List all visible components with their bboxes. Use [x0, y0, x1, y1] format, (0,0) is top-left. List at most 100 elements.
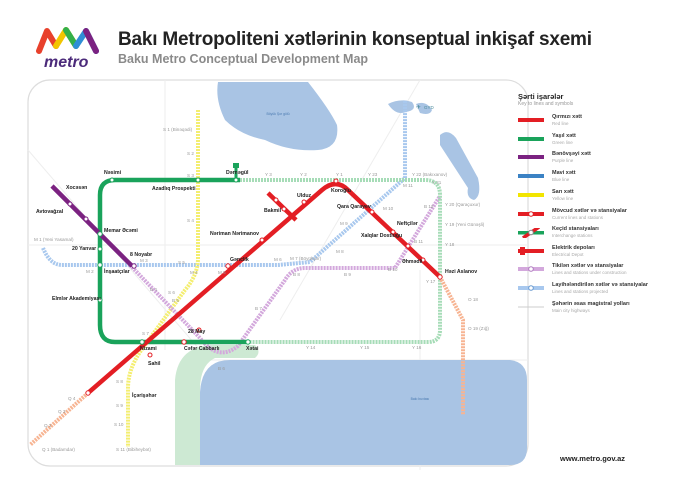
- station-ulduz: Ulduz: [297, 193, 312, 199]
- legend-item-english: Lines and stations under construction: [552, 270, 627, 275]
- code-b5: B 5: [172, 298, 179, 303]
- legend-item-english: Electrical Depot: [552, 252, 584, 257]
- code-o18: O 18: [468, 297, 478, 302]
- code-m3: M 3: [140, 258, 148, 263]
- station-koroglu: Koroğlu: [331, 188, 351, 194]
- station-bakmil: Bakmil: [264, 208, 282, 214]
- station-xatai: Xətai: [246, 346, 259, 352]
- website-url[interactable]: www.metro.gov.az: [560, 454, 626, 463]
- airport-icon: ✈: [416, 104, 421, 111]
- legend-item-label: Mövcud xətlər və stansiyalar: [552, 208, 627, 214]
- legend-swatch-icon: [518, 228, 544, 238]
- legend-item-label: Qırmızı xətt: [552, 114, 582, 120]
- page-title: Bakı Metropoliteni xətlərinin konseptual…: [118, 29, 592, 50]
- code-m10: M 10: [383, 206, 394, 211]
- code-y3: Y 3: [265, 172, 272, 177]
- code-labels: S 1 (Binəqədi) S 2 S 3 S 4 S 5 S 6 S 7 S…: [34, 127, 489, 452]
- legend-swatch-icon: [518, 155, 544, 159]
- code-s6: S 6: [168, 290, 175, 295]
- legend-item-english: Yellow line: [552, 196, 574, 201]
- station-elmler: Elmlər Akademiyası: [52, 296, 101, 302]
- station-8-noyabr: 8 Noyabr: [130, 252, 152, 258]
- code-m4: M 4: [190, 270, 198, 275]
- code-b9: B 9: [344, 272, 351, 277]
- station-20-yanvar: 20 Yanvar: [72, 246, 96, 252]
- legend-subtitle: Key to lines and symbols: [518, 101, 574, 107]
- code-m6: M 6: [274, 257, 282, 262]
- legend-swatch-icon: [518, 285, 544, 291]
- bay: [200, 360, 527, 465]
- code-m11: M 11: [403, 183, 413, 188]
- station-icherisheher: İçərişəhər: [132, 392, 157, 399]
- code-m5: M 5: [218, 270, 226, 275]
- station-azadliq: Azadlıq Prospekti: [152, 186, 196, 192]
- code-y22: Y 22 (Bakıxanov): [412, 172, 448, 177]
- airport-label: GYD: [424, 105, 435, 110]
- code-m9: M 9: [340, 221, 348, 226]
- code-s11: S 11 (Bibiheybət): [116, 447, 151, 452]
- station-darnagul: Dərnəgül: [226, 170, 249, 176]
- station-nasimi: Nəsimi: [104, 170, 122, 176]
- station-nizami: Nizami: [140, 346, 157, 352]
- station-xalqlar-dostlugu: Xalqlar Dostluğu: [361, 233, 402, 239]
- station-ahmadli: Əhmədli: [402, 259, 423, 265]
- code-s4: S 4: [187, 218, 194, 223]
- code-b8: B 8: [293, 272, 300, 277]
- red-line: [86, 181, 442, 395]
- code-s5: S 5: [178, 260, 185, 265]
- station-hazi-aslanov: Həzi Aslanov: [445, 269, 477, 275]
- code-y14: Y 14: [306, 345, 316, 350]
- code-s2: S 2: [187, 151, 194, 156]
- code-s8: S 8: [116, 379, 123, 384]
- code-q4: Q 4: [68, 396, 76, 401]
- code-m8: M 8: [336, 249, 344, 254]
- legend-swatch-icon: [518, 137, 544, 141]
- legend-item-english: Purple line: [552, 158, 574, 163]
- station-neftciler: Neftçilər: [397, 221, 418, 227]
- station-insaatcilar: İnşaatçılar: [104, 268, 130, 275]
- legend-item-label: Bənövşəyi xətt: [552, 151, 591, 157]
- code-y23: Y 23: [368, 172, 378, 177]
- code-y2: Y 2: [300, 172, 307, 177]
- boyuk-shor-lake: [217, 82, 338, 151]
- station-qara-qarayev: Qara Qarayev: [337, 204, 371, 210]
- station-labels: Xocəsən Avtovağzal Memar Əcəmi 20 Yanvar…: [36, 170, 477, 399]
- code-q2: Q 2: [44, 423, 52, 428]
- legend-item-english: Red line: [552, 121, 569, 126]
- legend: Şərti işarələr Key to lines and symbols: [518, 92, 678, 115]
- station-memar-ecemi: Memar Əcəmi: [104, 228, 138, 234]
- station-nariman-narimanov: Nəriman Nərimanov: [210, 231, 259, 237]
- legend-swatch-icon: [518, 174, 544, 178]
- code-q1: Q 1 (Badamdar): [42, 447, 75, 452]
- legend-item-english: Lines and stations projected: [552, 289, 609, 294]
- legend-item-label: Elektrik depoları: [552, 245, 595, 251]
- code-y18: Y 18: [445, 242, 455, 247]
- code-m2: M 2: [86, 269, 94, 274]
- legend-title: Şərti işarələr: [518, 92, 564, 101]
- code-b10: B 10: [388, 267, 398, 272]
- code-s1: S 1 (Binəqədi): [163, 127, 193, 132]
- code-q3: Q 3: [58, 409, 66, 414]
- code-b12: B 12: [424, 204, 434, 209]
- legend-item-english: Interchange stations: [552, 233, 593, 238]
- legend-swatch-icon: [518, 211, 544, 217]
- legend-swatch-icon: [518, 247, 544, 255]
- code-s3: S 3: [187, 173, 194, 178]
- legend-item-label: Sarı xətt: [552, 189, 574, 195]
- green-line: [97, 177, 248, 345]
- purple-line-construction: [128, 194, 442, 355]
- code-b11: B 11: [414, 239, 424, 244]
- green-depot: [233, 163, 239, 168]
- legend-item-english: Main city highways: [552, 308, 590, 313]
- legend-item-label: Yaşıl xətt: [552, 133, 576, 139]
- code-s9: S 9: [116, 403, 123, 408]
